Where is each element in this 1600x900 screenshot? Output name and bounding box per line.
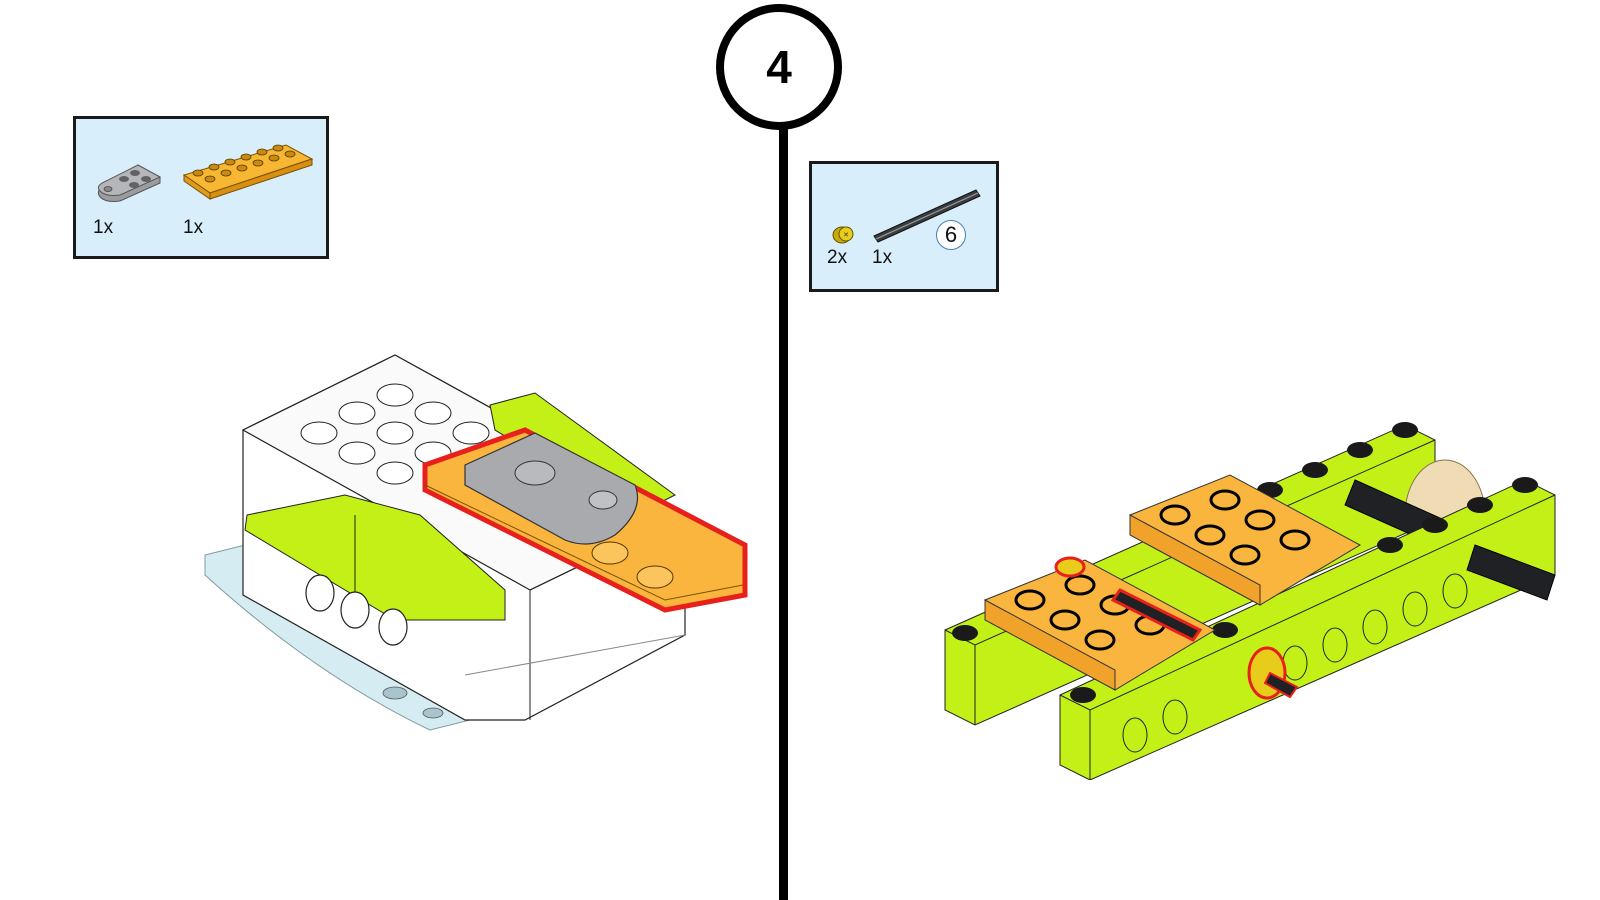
black-axle-icon [873, 189, 981, 243]
part-quantity: 2x [827, 247, 848, 268]
step-number-badge: 4 [716, 4, 842, 130]
part-quantity: 1x [183, 217, 204, 238]
parts-list-box-left: 1x 1x [73, 116, 329, 259]
axle-length-label: 6 [944, 222, 958, 247]
right-model-illustration [944, 422, 1556, 780]
orange-plate-icon [182, 144, 314, 200]
axle-length-badge: 6 [936, 220, 966, 250]
step-number: 4 [766, 41, 792, 93]
part-quantity: 1x [93, 217, 114, 238]
svg-text:✕: ✕ [843, 232, 849, 239]
part-quantity: 1x [872, 247, 893, 268]
yellow-bush-icon: ✕ [832, 226, 854, 244]
parts-list-box-right: ✕ 2x 1x 6 [809, 161, 999, 292]
step-divider-line [779, 128, 788, 900]
left-model-illustration [204, 354, 748, 731]
gray-plate-rounded-icon [97, 164, 162, 202]
